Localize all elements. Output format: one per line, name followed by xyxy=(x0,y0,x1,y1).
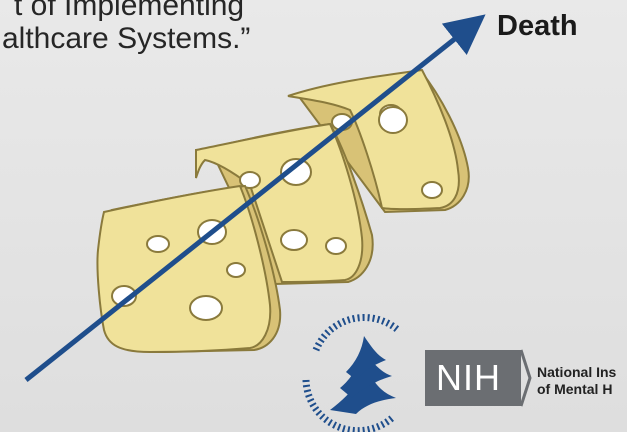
cheese-hole xyxy=(379,107,407,133)
nimh-name-line-2: of Mental H xyxy=(537,381,612,397)
cheese-hole xyxy=(326,238,346,254)
cheese-hole xyxy=(281,230,307,250)
cheese-hole xyxy=(147,236,169,252)
nimh-name-line-1: National Ins xyxy=(537,364,616,380)
cheese-slice-front xyxy=(97,186,280,352)
cheese-hole xyxy=(422,182,442,198)
nih-chevron xyxy=(521,350,530,406)
nih-logo-text: NIH xyxy=(436,358,501,398)
cheese-hole xyxy=(227,263,245,277)
hhs-seal-logo xyxy=(303,318,411,431)
cheese-hole xyxy=(190,296,222,320)
